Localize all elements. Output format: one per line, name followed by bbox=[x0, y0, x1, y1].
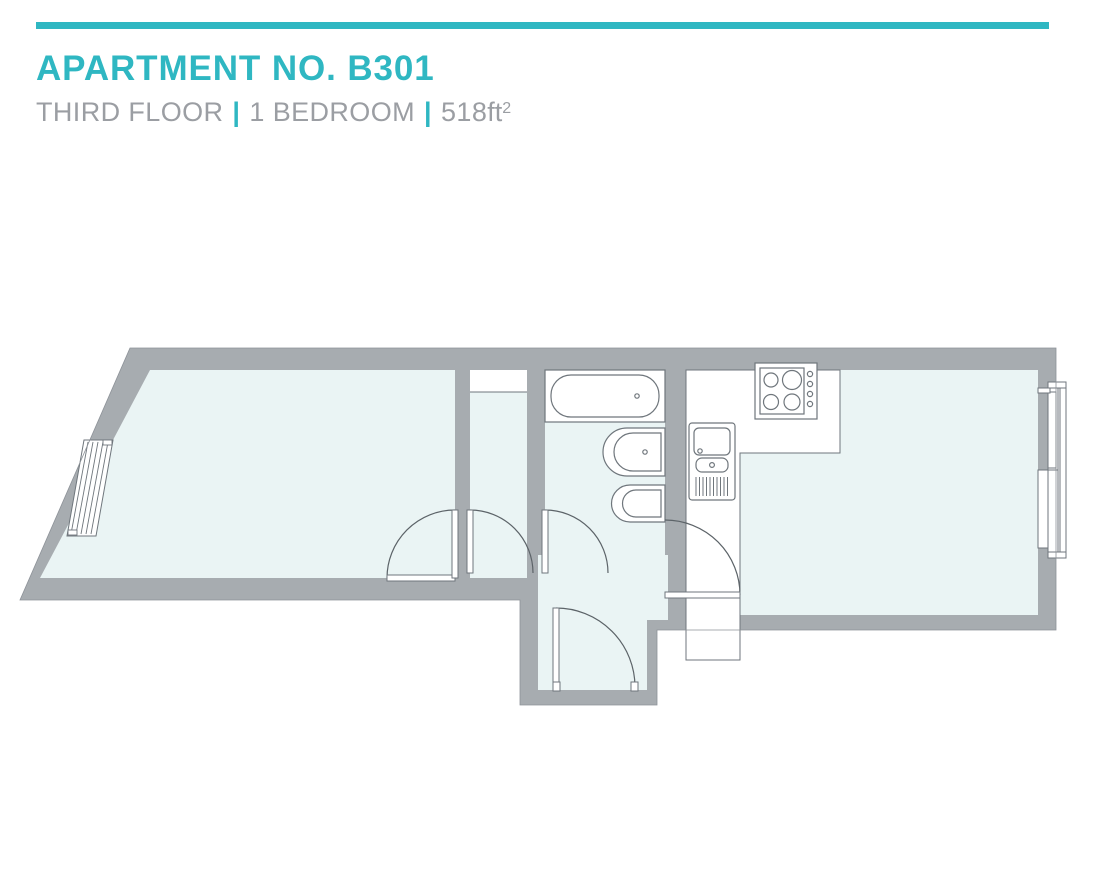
window-bay-right-lower bbox=[1037, 469, 1059, 553]
window-angled-left bbox=[66, 439, 114, 537]
kitchen-fixtures bbox=[688, 362, 818, 501]
toilet-bowl bbox=[621, 489, 662, 518]
bathtub bbox=[550, 374, 660, 418]
door-bathroom bbox=[541, 509, 609, 574]
window-bay-sill bbox=[1047, 551, 1067, 559]
kitchen-sink-basin bbox=[693, 427, 731, 456]
hob-burner-1-icon bbox=[763, 372, 779, 388]
subtitle-bedrooms: 1 BEDROOM bbox=[249, 97, 416, 127]
hob-control-4-icon bbox=[806, 400, 814, 408]
room-living-bedroom bbox=[40, 370, 455, 578]
subtitle-area-unit: ft bbox=[487, 97, 503, 127]
room-storage-closet bbox=[470, 370, 527, 578]
door-entrance bbox=[552, 607, 639, 692]
hob-control-3-icon bbox=[806, 390, 814, 398]
hob-burner-2-icon bbox=[781, 369, 803, 391]
subtitle-floor: THIRD FLOOR bbox=[36, 97, 224, 127]
floor-plan-svg bbox=[19, 347, 1067, 706]
subtitle-separator-2: | bbox=[424, 97, 432, 127]
closet-shelf bbox=[470, 370, 527, 393]
hob-control-1-icon bbox=[806, 370, 814, 378]
subtitle-area-value: 518 bbox=[440, 97, 488, 127]
window-bay-head bbox=[1047, 381, 1067, 389]
doors bbox=[386, 509, 741, 692]
subtitle-area-exponent: 2 bbox=[502, 100, 512, 117]
hob-burner-3-icon bbox=[762, 393, 780, 411]
bathroom-fixtures bbox=[544, 369, 666, 523]
header: APARTMENT NO. B301 THIRD FLOOR | 1 BEDRO… bbox=[36, 22, 1056, 126]
bathtub-drain-icon bbox=[634, 393, 640, 399]
door-closet bbox=[466, 509, 534, 574]
window-bay-outer-mullion bbox=[1059, 381, 1067, 559]
door-bedroom bbox=[386, 509, 459, 582]
windows bbox=[66, 381, 1067, 559]
wash-basin-bowl bbox=[613, 432, 662, 472]
room-floors bbox=[40, 370, 1038, 690]
hob-control-2-icon bbox=[806, 380, 814, 388]
kitchen-drainboard bbox=[695, 477, 728, 496]
room-hallway bbox=[538, 555, 668, 690]
kitchen-sink-drain-icon bbox=[708, 462, 715, 469]
kitchen-sink-tap-icon bbox=[697, 448, 703, 454]
subtitle-separator-1: | bbox=[232, 97, 241, 127]
page-title: APARTMENT NO. B301 bbox=[36, 49, 435, 88]
accent-rule bbox=[36, 22, 1049, 29]
door-kitchen-living bbox=[664, 519, 741, 599]
basin-drain-icon bbox=[642, 449, 648, 455]
hob-burner-4-icon bbox=[783, 393, 801, 411]
floor-plan-drawing bbox=[0, 330, 1096, 730]
